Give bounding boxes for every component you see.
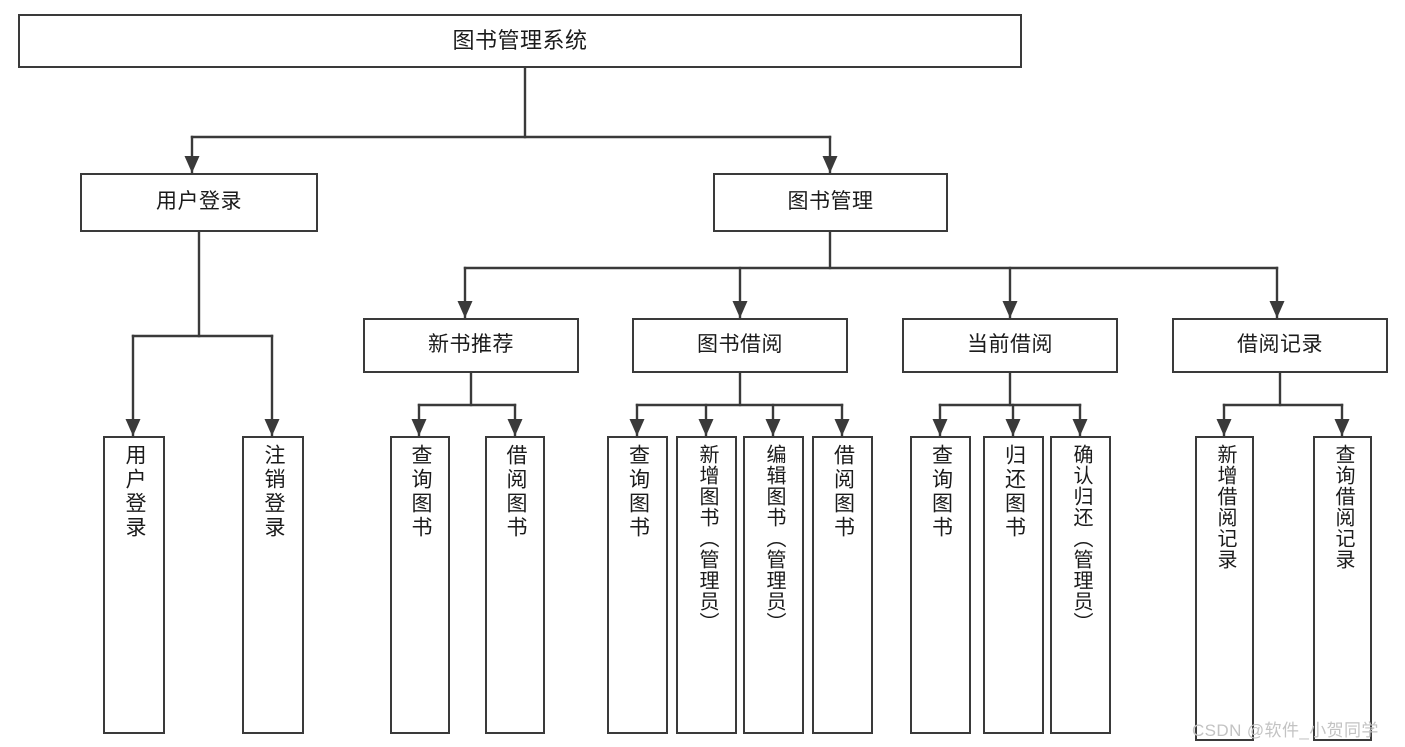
node-leaf-edit-book-label: 编辑图书（管理员） — [763, 444, 785, 633]
node-leaf-return-book[interactable]: 归还图书 — [983, 436, 1044, 734]
node-leaf-query-book-2[interactable]: 查询图书 — [607, 436, 668, 734]
node-leaf-edit-book[interactable]: 编辑图书（管理员） — [743, 436, 804, 734]
node-borrow-record[interactable]: 借阅记录 — [1172, 318, 1388, 373]
node-leaf-user-login[interactable]: 用户登录 — [103, 436, 165, 734]
node-leaf-query-book-3[interactable]: 查询图书 — [910, 436, 971, 734]
node-book-borrow-label: 图书借阅 — [697, 333, 783, 357]
node-leaf-user-login-label: 用户登录 — [123, 444, 147, 540]
root-bus-arrowhead-1 — [822, 156, 838, 173]
node-user-login[interactable]: 用户登录 — [80, 173, 318, 232]
book-borrow-bus-arrowhead-2 — [765, 419, 781, 436]
node-new-book-recommend-label: 新书推荐 — [428, 333, 514, 357]
book-manage-bus-arrowhead-3 — [1269, 301, 1285, 318]
book-borrow-bus-arrowhead-3 — [834, 419, 850, 436]
book-manage-bus-arrowhead-2 — [1002, 301, 1018, 318]
node-leaf-add-book[interactable]: 新增图书（管理员） — [676, 436, 737, 734]
node-leaf-add-record-label: 新增借阅记录 — [1214, 444, 1236, 570]
new-book-bus-arrowhead-0 — [411, 419, 427, 436]
node-new-book-recommend[interactable]: 新书推荐 — [363, 318, 579, 373]
user-login-bus-arrowhead-0 — [125, 419, 141, 436]
node-book-manage-label: 图书管理 — [787, 190, 874, 214]
current-borrow-bus-arrowhead-0 — [932, 419, 948, 436]
node-book-borrow[interactable]: 图书借阅 — [632, 318, 848, 373]
node-borrow-record-label: 借阅记录 — [1237, 333, 1323, 357]
node-leaf-borrow-book-2-label: 借阅图书 — [831, 444, 855, 540]
root-bus-arrowhead-0 — [184, 156, 200, 173]
node-leaf-confirm-return-label: 确认归还（管理员） — [1070, 444, 1092, 633]
node-leaf-query-book-1[interactable]: 查询图书 — [390, 436, 450, 734]
borrow-record-bus-arrowhead-1 — [1334, 419, 1350, 436]
node-leaf-borrow-book-1-label: 借阅图书 — [504, 444, 528, 540]
node-leaf-query-book-1-label: 查询图书 — [409, 444, 433, 540]
node-leaf-return-book-label: 归还图书 — [1002, 444, 1026, 540]
book-borrow-bus-arrowhead-1 — [698, 419, 714, 436]
node-user-login-label: 用户登录 — [156, 190, 242, 214]
node-leaf-borrow-book-1[interactable]: 借阅图书 — [485, 436, 545, 734]
watermark-text: CSDN @软件_小贺同学 — [1192, 721, 1379, 740]
book-manage-bus-arrowhead-0 — [457, 301, 473, 318]
node-root[interactable]: 图书管理系统 — [18, 14, 1022, 68]
node-root-label: 图书管理系统 — [452, 28, 588, 54]
node-leaf-logout[interactable]: 注销登录 — [242, 436, 304, 734]
node-book-manage[interactable]: 图书管理 — [713, 173, 948, 232]
borrow-record-bus-arrowhead-0 — [1216, 419, 1232, 436]
node-current-borrow-label: 当前借阅 — [967, 333, 1053, 357]
user-login-bus-arrowhead-1 — [264, 419, 280, 436]
node-leaf-query-record[interactable]: 查询借阅记录 — [1313, 436, 1372, 741]
node-leaf-add-book-label: 新增图书（管理员） — [696, 444, 718, 633]
node-leaf-query-record-label: 查询借阅记录 — [1332, 444, 1354, 570]
node-leaf-borrow-book-2[interactable]: 借阅图书 — [812, 436, 873, 734]
book-manage-bus-arrowhead-1 — [732, 301, 748, 318]
node-leaf-confirm-return[interactable]: 确认归还（管理员） — [1050, 436, 1111, 734]
current-borrow-bus-arrowhead-2 — [1072, 419, 1088, 436]
current-borrow-bus-arrowhead-1 — [1005, 419, 1021, 436]
node-leaf-add-record[interactable]: 新增借阅记录 — [1195, 436, 1254, 741]
node-current-borrow[interactable]: 当前借阅 — [902, 318, 1118, 373]
node-leaf-query-book-2-label: 查询图书 — [626, 444, 650, 540]
node-leaf-logout-label: 注销登录 — [262, 444, 286, 540]
new-book-bus-arrowhead-1 — [507, 419, 523, 436]
node-leaf-query-book-3-label: 查询图书 — [929, 444, 953, 540]
book-borrow-bus-arrowhead-0 — [629, 419, 645, 436]
